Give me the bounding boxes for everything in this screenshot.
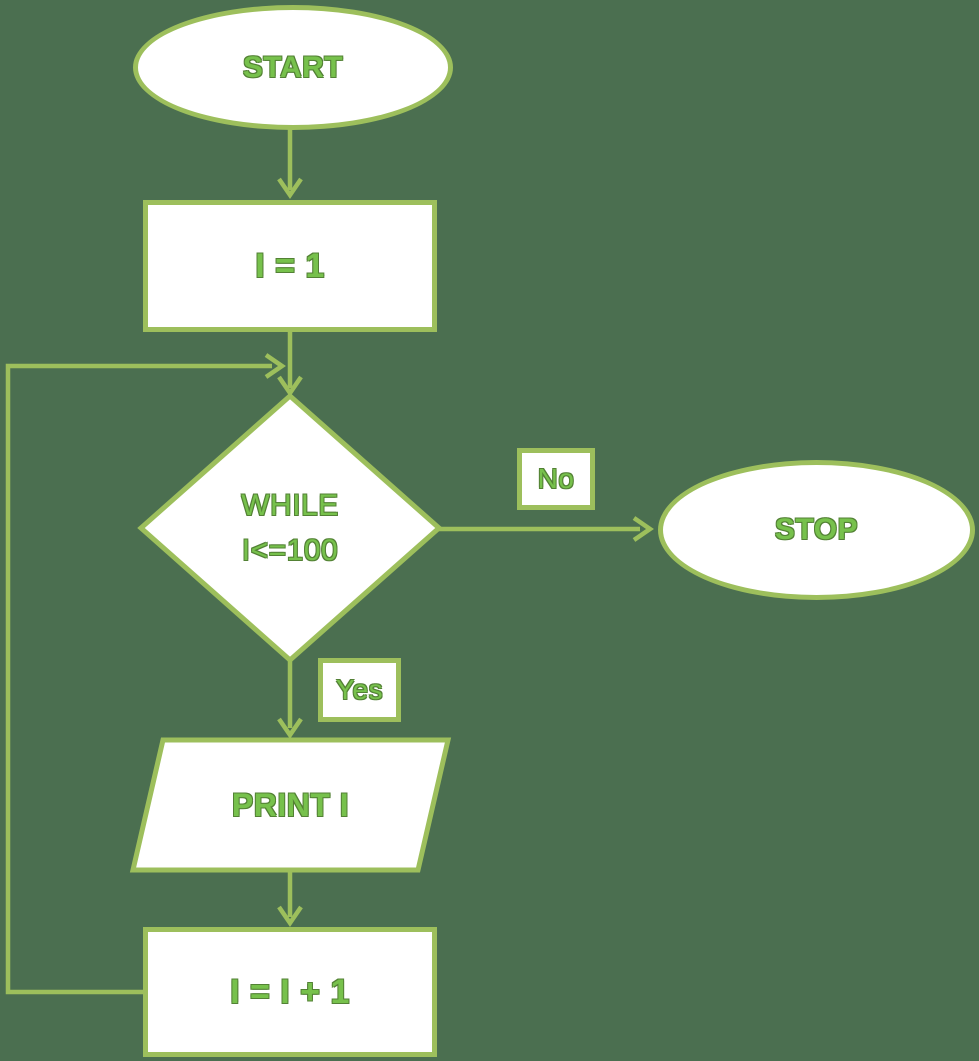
no-edge-label: No [537, 463, 575, 494]
no-edge-label-box: No [517, 448, 595, 510]
arrowhead-loopback [264, 353, 286, 379]
increment-label: I = I + 1 [230, 972, 350, 1011]
print-parallelogram-shape [129, 737, 452, 873]
condition-diamond-shape [137, 392, 443, 664]
stop-node: STOP [658, 460, 975, 600]
increment-node: I = I + 1 [143, 927, 437, 1057]
arrowhead-into-print [277, 717, 303, 739]
start-label: START [242, 50, 344, 84]
edge-loopback [5, 363, 272, 995]
arrowhead-into-init [277, 177, 303, 199]
stop-label: STOP [774, 513, 859, 546]
init-label: I = 1 [255, 246, 325, 285]
arrowhead-into-increment [277, 905, 303, 927]
yes-edge-label: Yes [335, 674, 384, 705]
start-node: START [133, 5, 453, 130]
yes-edge-label-box: Yes [318, 658, 401, 722]
init-node: I = 1 [143, 200, 437, 332]
arrowhead-into-stop [632, 516, 654, 542]
